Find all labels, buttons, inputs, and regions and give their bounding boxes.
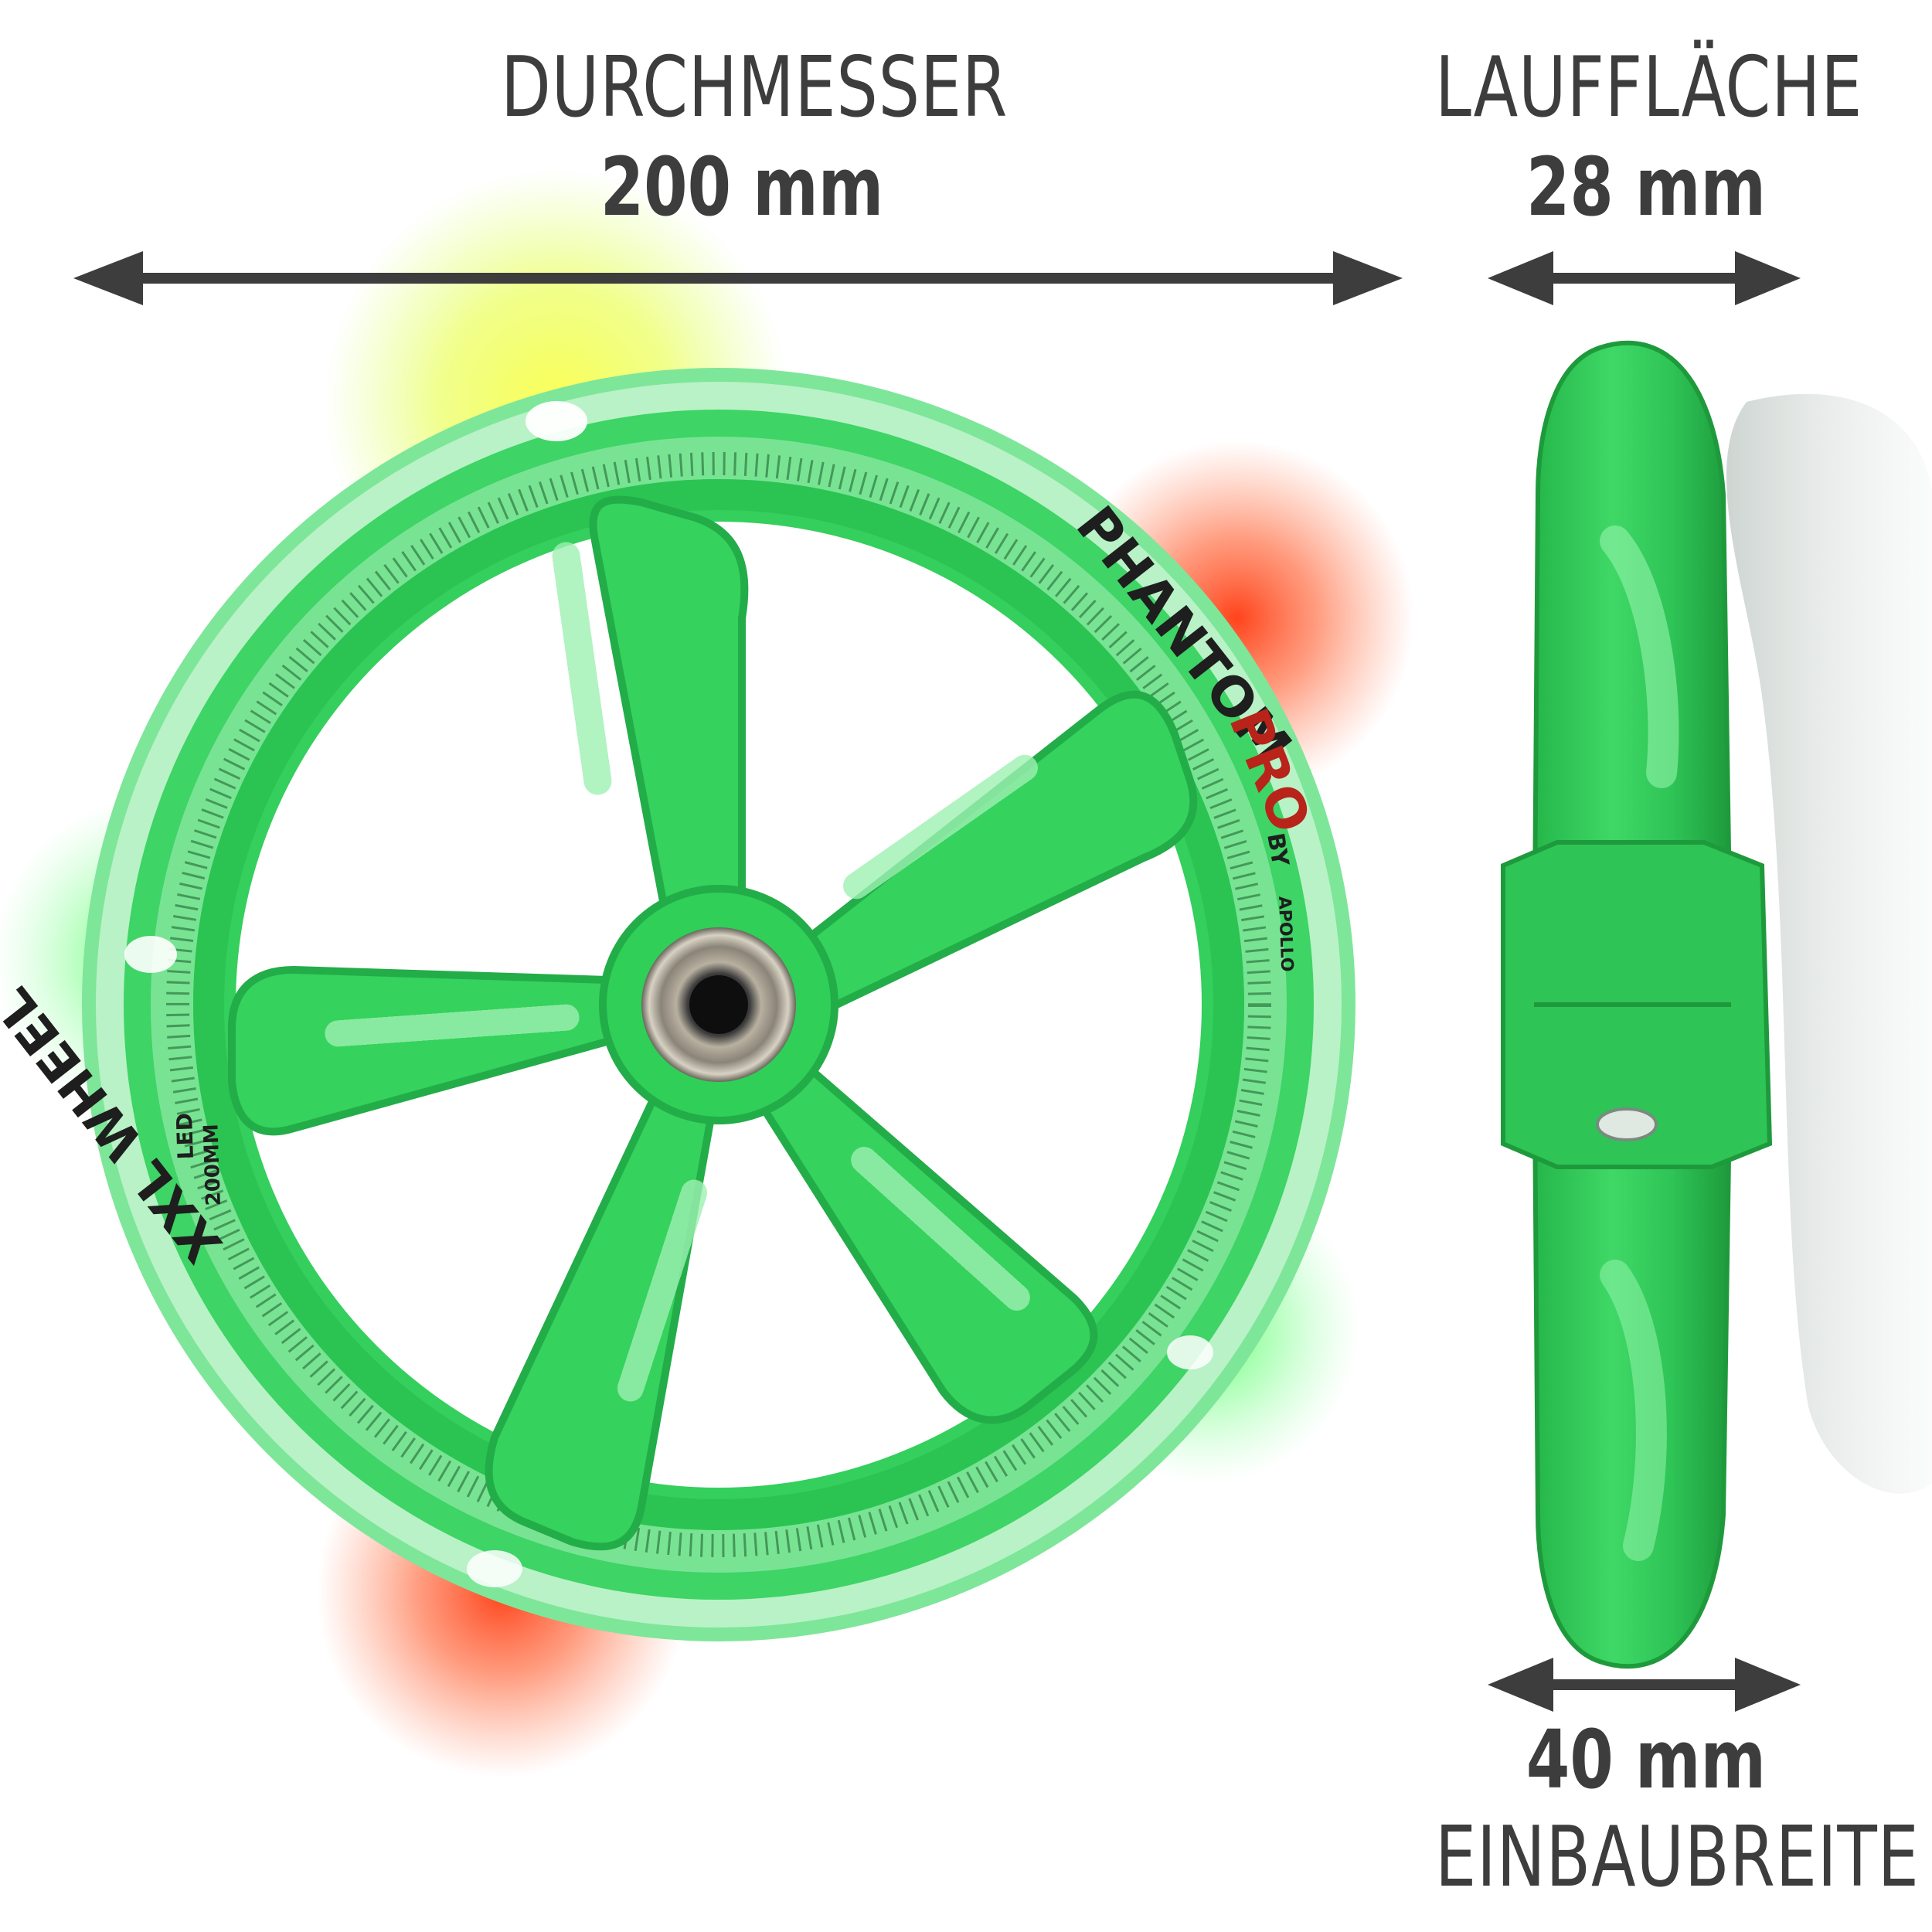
- tread-arrow: [1488, 251, 1801, 305]
- wheel-front-view: PHANTOM PRO BY APOLLO XXL WHEEL LED 200M…: [0, 368, 1355, 1641]
- wheel-maker-print: APOLLO: [1274, 896, 1296, 972]
- diameter-value: 200 mm: [600, 140, 884, 234]
- diameter-arrow: [73, 251, 1403, 305]
- mount-width-value: 40 mm: [1526, 1713, 1767, 1807]
- wheel-size-print: 200MM: [199, 1124, 226, 1206]
- tread-title: LAUFFLÄCHE: [1435, 39, 1863, 136]
- wheel-by-print: BY: [1261, 831, 1294, 869]
- cast-shadow: [1726, 393, 1932, 1494]
- mount-width-arrow: [1488, 1658, 1801, 1712]
- tread-value: 28 mm: [1526, 140, 1767, 234]
- wheel-side-view: [1501, 340, 1773, 1669]
- wheel-led-print: LED: [172, 1113, 199, 1160]
- mount-width-title: EINBAUBREITE: [1435, 1809, 1920, 1906]
- diameter-title: DURCHMESSER: [501, 39, 1009, 136]
